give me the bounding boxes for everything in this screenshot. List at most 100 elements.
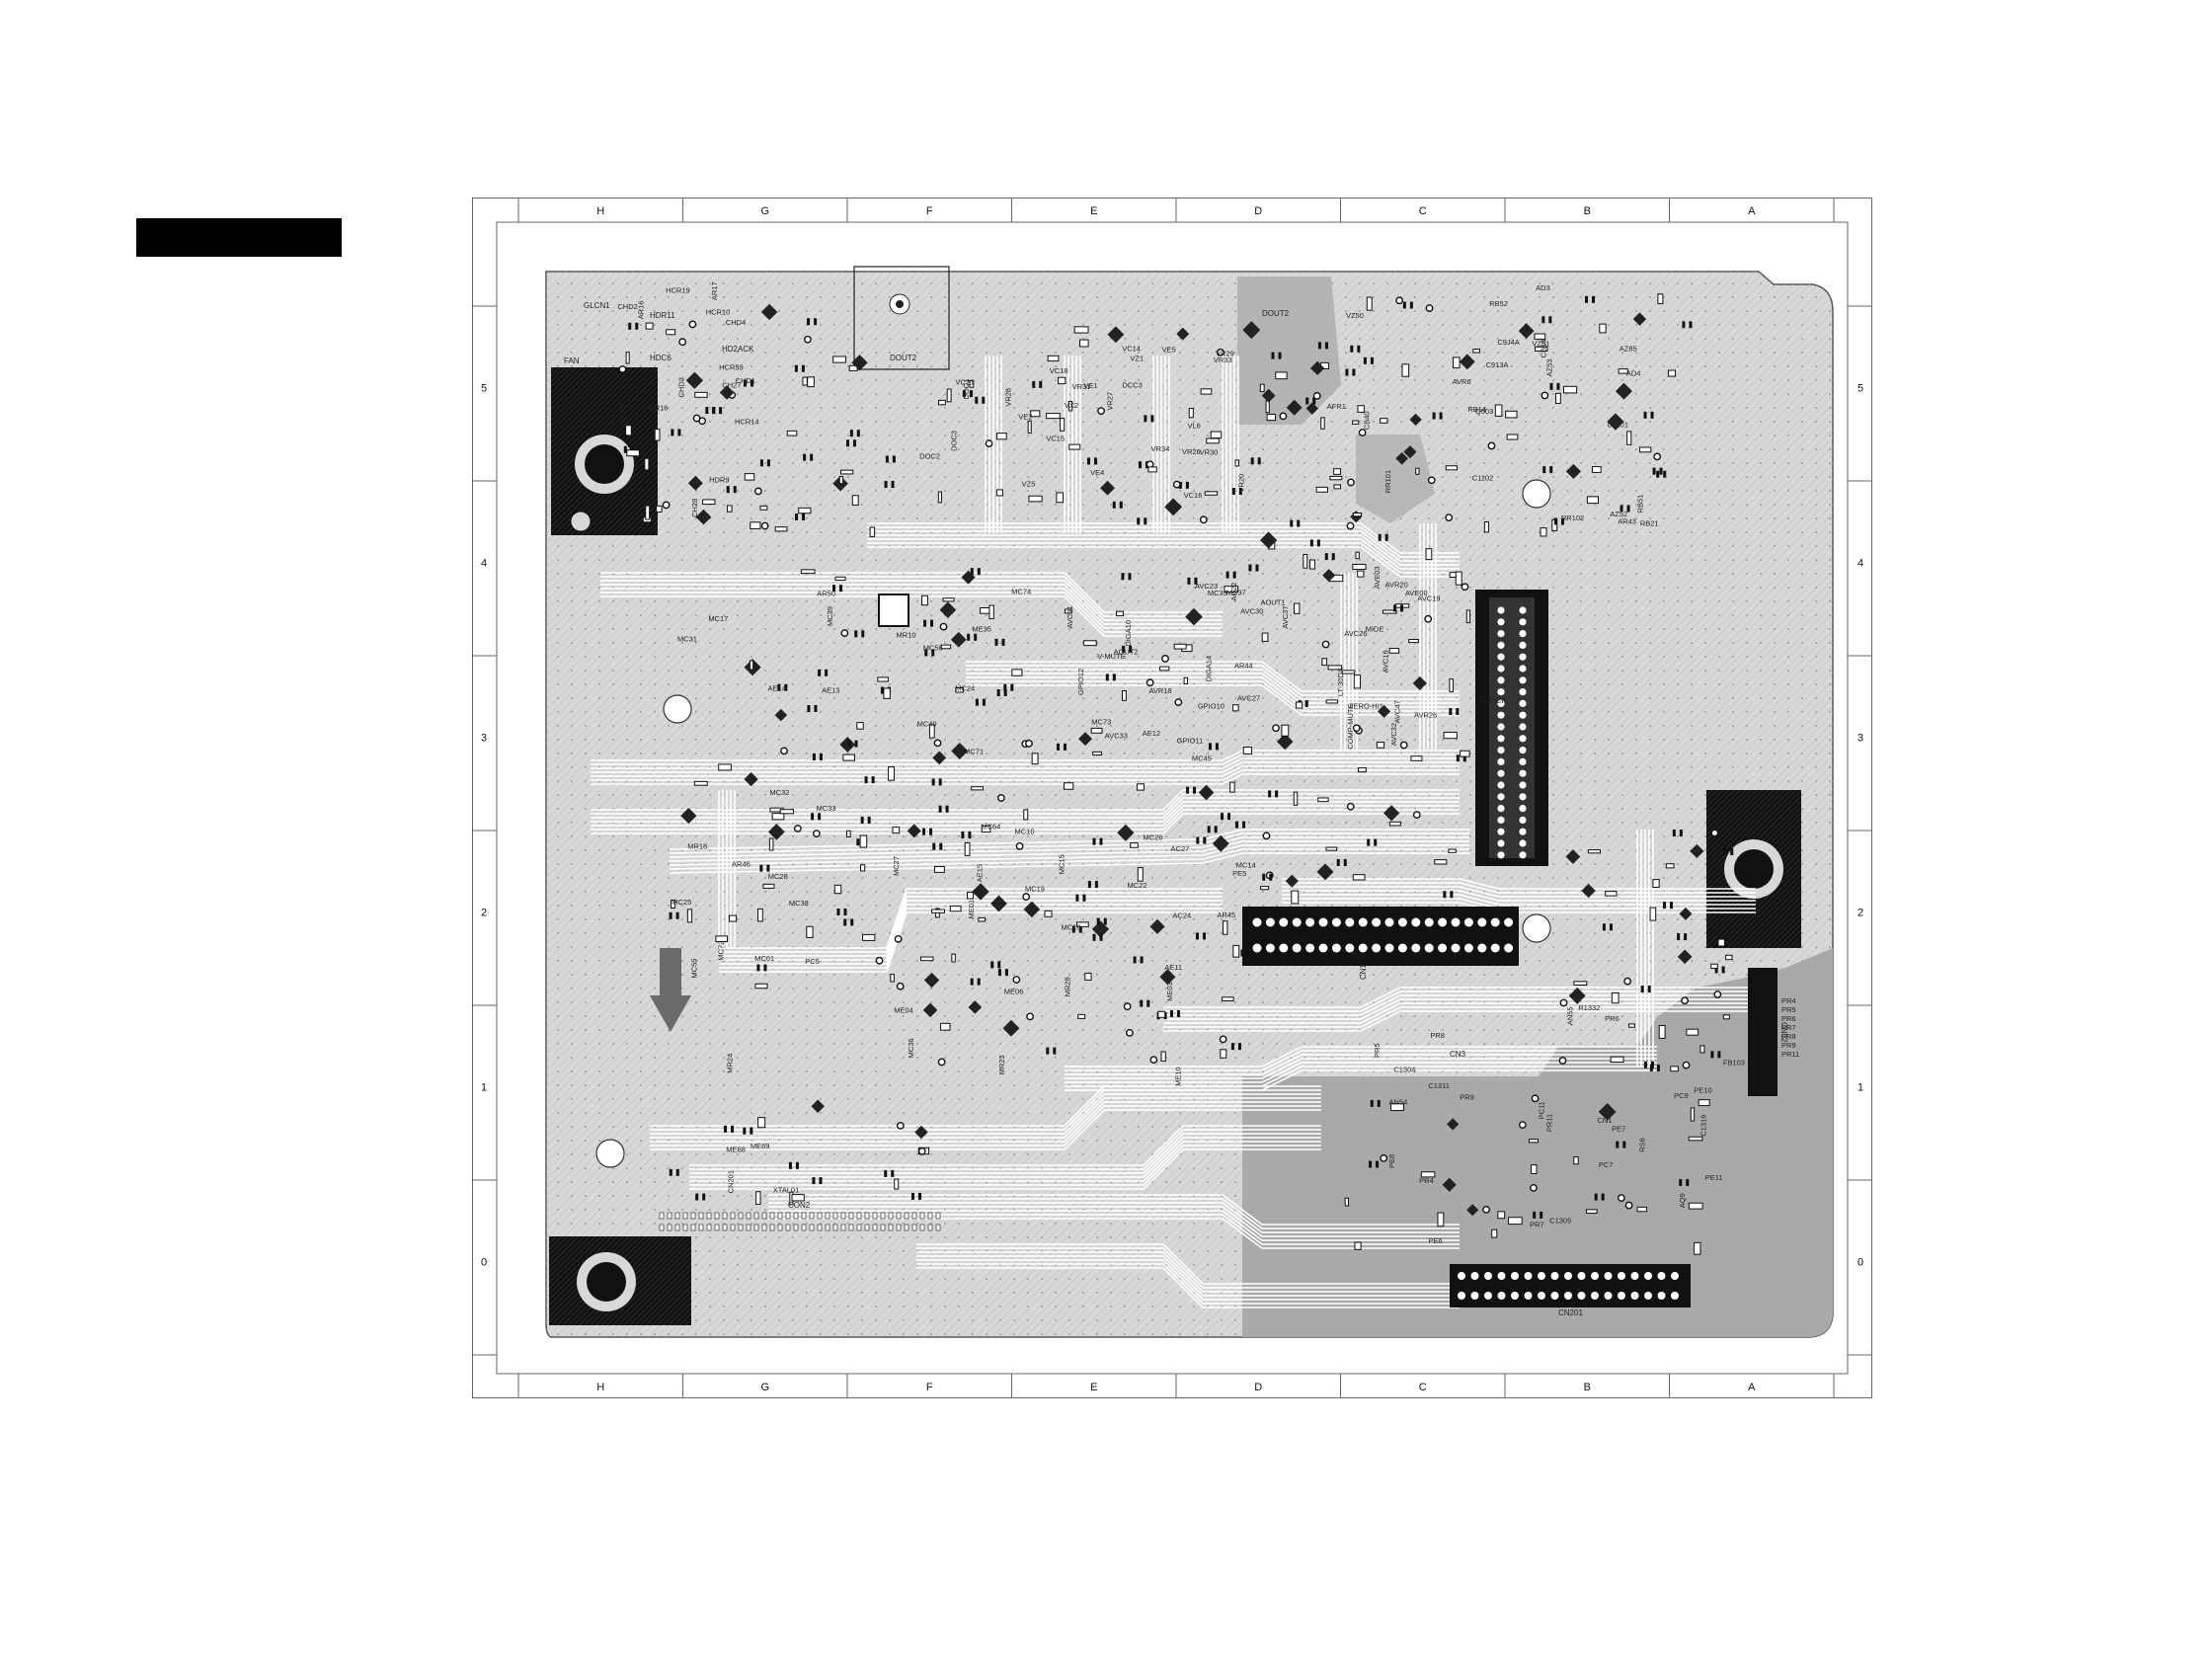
pin-label: PR9 — [1781, 1041, 1796, 1050]
component-label: AC24 — [1172, 911, 1191, 920]
component-label: R1332 — [1578, 1003, 1600, 1012]
grid-row-label-right: 1 — [1857, 1082, 1863, 1094]
component-label: MR10 — [897, 630, 916, 639]
component-label: AVC37 — [1281, 605, 1290, 628]
component-label: AR43 — [1618, 516, 1636, 525]
component-label: AN55 — [1565, 1006, 1574, 1025]
pin-label: PR11 — [1781, 1050, 1799, 1059]
component-label: RB14 — [1467, 405, 1486, 414]
component-label: MC24 — [955, 684, 975, 693]
component-label: MC64 — [981, 822, 1000, 831]
grid-col-label-top: C — [1419, 205, 1427, 217]
component-label: AOUT1 — [1260, 598, 1285, 607]
component-label: C1304 — [1393, 1066, 1415, 1074]
component-label: MR18 — [687, 842, 707, 851]
component-label: PR7 — [1530, 1220, 1544, 1228]
trace-bundles — [591, 356, 1756, 1308]
connector-label: FAN — [564, 356, 580, 365]
component-label: AE13 — [822, 686, 839, 695]
component-label: HDR9 — [709, 475, 729, 484]
component-label: AD3 — [1536, 283, 1550, 292]
connector-label: DOUT2 — [890, 354, 917, 362]
connector-label: SJACK — [1481, 696, 1507, 705]
component-label: AVR6 — [1453, 377, 1471, 386]
component-label: MC26 — [1143, 833, 1162, 842]
component-label: AR46 — [732, 859, 750, 868]
component-label: MC73 — [1091, 717, 1111, 726]
component-label: AZ52 — [1610, 510, 1627, 518]
grid-col-label-top: B — [1584, 205, 1591, 217]
component-label: AOUT2 — [1114, 648, 1139, 657]
grid-row-label-left: 3 — [481, 733, 487, 745]
component-label: MC40 — [917, 720, 937, 729]
pin-label: PR4 — [1781, 996, 1796, 1005]
component-label: AVC19 — [1417, 594, 1440, 602]
component-label: PR9 — [1460, 1093, 1474, 1102]
component-label: HCR16 — [644, 403, 669, 412]
component-label: AC27 — [1171, 844, 1190, 853]
component-label: AE12 — [1143, 729, 1160, 738]
pin-label: PR6 — [1781, 1014, 1796, 1023]
component-label: VZ1 — [1130, 354, 1144, 362]
component-label: MC37 — [1226, 589, 1246, 597]
component-label: HCR19 — [666, 285, 690, 294]
component-label: PR11 — [1544, 1114, 1553, 1132]
connector-label: HDR11 — [650, 311, 675, 320]
component-label: MC19 — [1025, 884, 1045, 893]
inner-frame — [496, 221, 1849, 1375]
grid-col-label-top: G — [760, 205, 769, 217]
component-label: CB14 — [1539, 340, 1547, 358]
connector-CN201 — [659, 1212, 941, 1231]
component-label: RR101 — [1383, 470, 1392, 493]
component-label: AVC27 — [1237, 694, 1260, 703]
connector-label: GLCN1 — [584, 301, 610, 310]
component-label: PE7 — [1612, 1125, 1625, 1134]
grid-col-label-top: F — [926, 205, 933, 217]
component-label: COMP-MUTE — [1346, 703, 1355, 749]
pin-label: PR7 — [1781, 1023, 1796, 1032]
component-label: MC55 — [689, 959, 698, 979]
component-label: MC72 — [716, 941, 725, 961]
component-label: AVE00 — [1405, 589, 1428, 597]
component-label: MC01 — [754, 954, 774, 963]
outer-frame — [472, 198, 1872, 1398]
component-label: MC74 — [1011, 588, 1031, 596]
component-label: MC18 — [1061, 923, 1080, 932]
component-label: XTAL01 — [773, 1186, 800, 1195]
component-label: MC15 — [1058, 854, 1066, 874]
grid-row-label-left: 5 — [481, 383, 487, 395]
ground-pour-mid-right — [1356, 435, 1435, 523]
component-label: MC14 — [1236, 860, 1256, 869]
component-label: VZ50 — [1346, 311, 1364, 320]
component-label: AC22 — [1229, 583, 1238, 601]
component-label: ME03 — [1165, 982, 1174, 1001]
component-label: DIGA10 — [1124, 620, 1133, 647]
component-label: DOC3 — [949, 431, 958, 451]
component-label: VX2 — [1065, 401, 1078, 410]
mounting-region-left-bottom — [549, 1236, 691, 1325]
grid-row-label-left: 2 — [481, 908, 487, 919]
component-label: VE4 — [1090, 468, 1104, 477]
connector-label: DOUT2 — [1262, 309, 1290, 318]
component-label: MC10 — [1014, 827, 1034, 835]
component-label: PE6 — [1429, 1236, 1443, 1245]
component-label: HCR14 — [735, 418, 759, 427]
connector-label: CN201 — [1558, 1308, 1583, 1317]
component-label: PC5 — [805, 957, 820, 966]
grid-col-label-bottom: B — [1584, 1382, 1591, 1393]
component-label: RR102 — [1561, 514, 1584, 522]
component-label: VC14 — [1122, 344, 1141, 353]
component-label: PE11 — [1705, 1173, 1723, 1182]
grid-col-label-top: H — [596, 205, 604, 217]
component-label: RB21 — [1640, 518, 1659, 527]
component-label: C1102 — [1472, 473, 1494, 482]
component-label: CN1 — [1597, 1116, 1612, 1125]
component-label: PE10 — [1694, 1086, 1711, 1095]
mounting-holes — [595, 479, 1551, 1168]
title-block — [136, 218, 342, 257]
component-label: MR23 — [997, 1055, 1006, 1074]
grid-row-label-right: 0 — [1857, 1257, 1863, 1269]
component-label: VE5 — [1162, 345, 1176, 354]
